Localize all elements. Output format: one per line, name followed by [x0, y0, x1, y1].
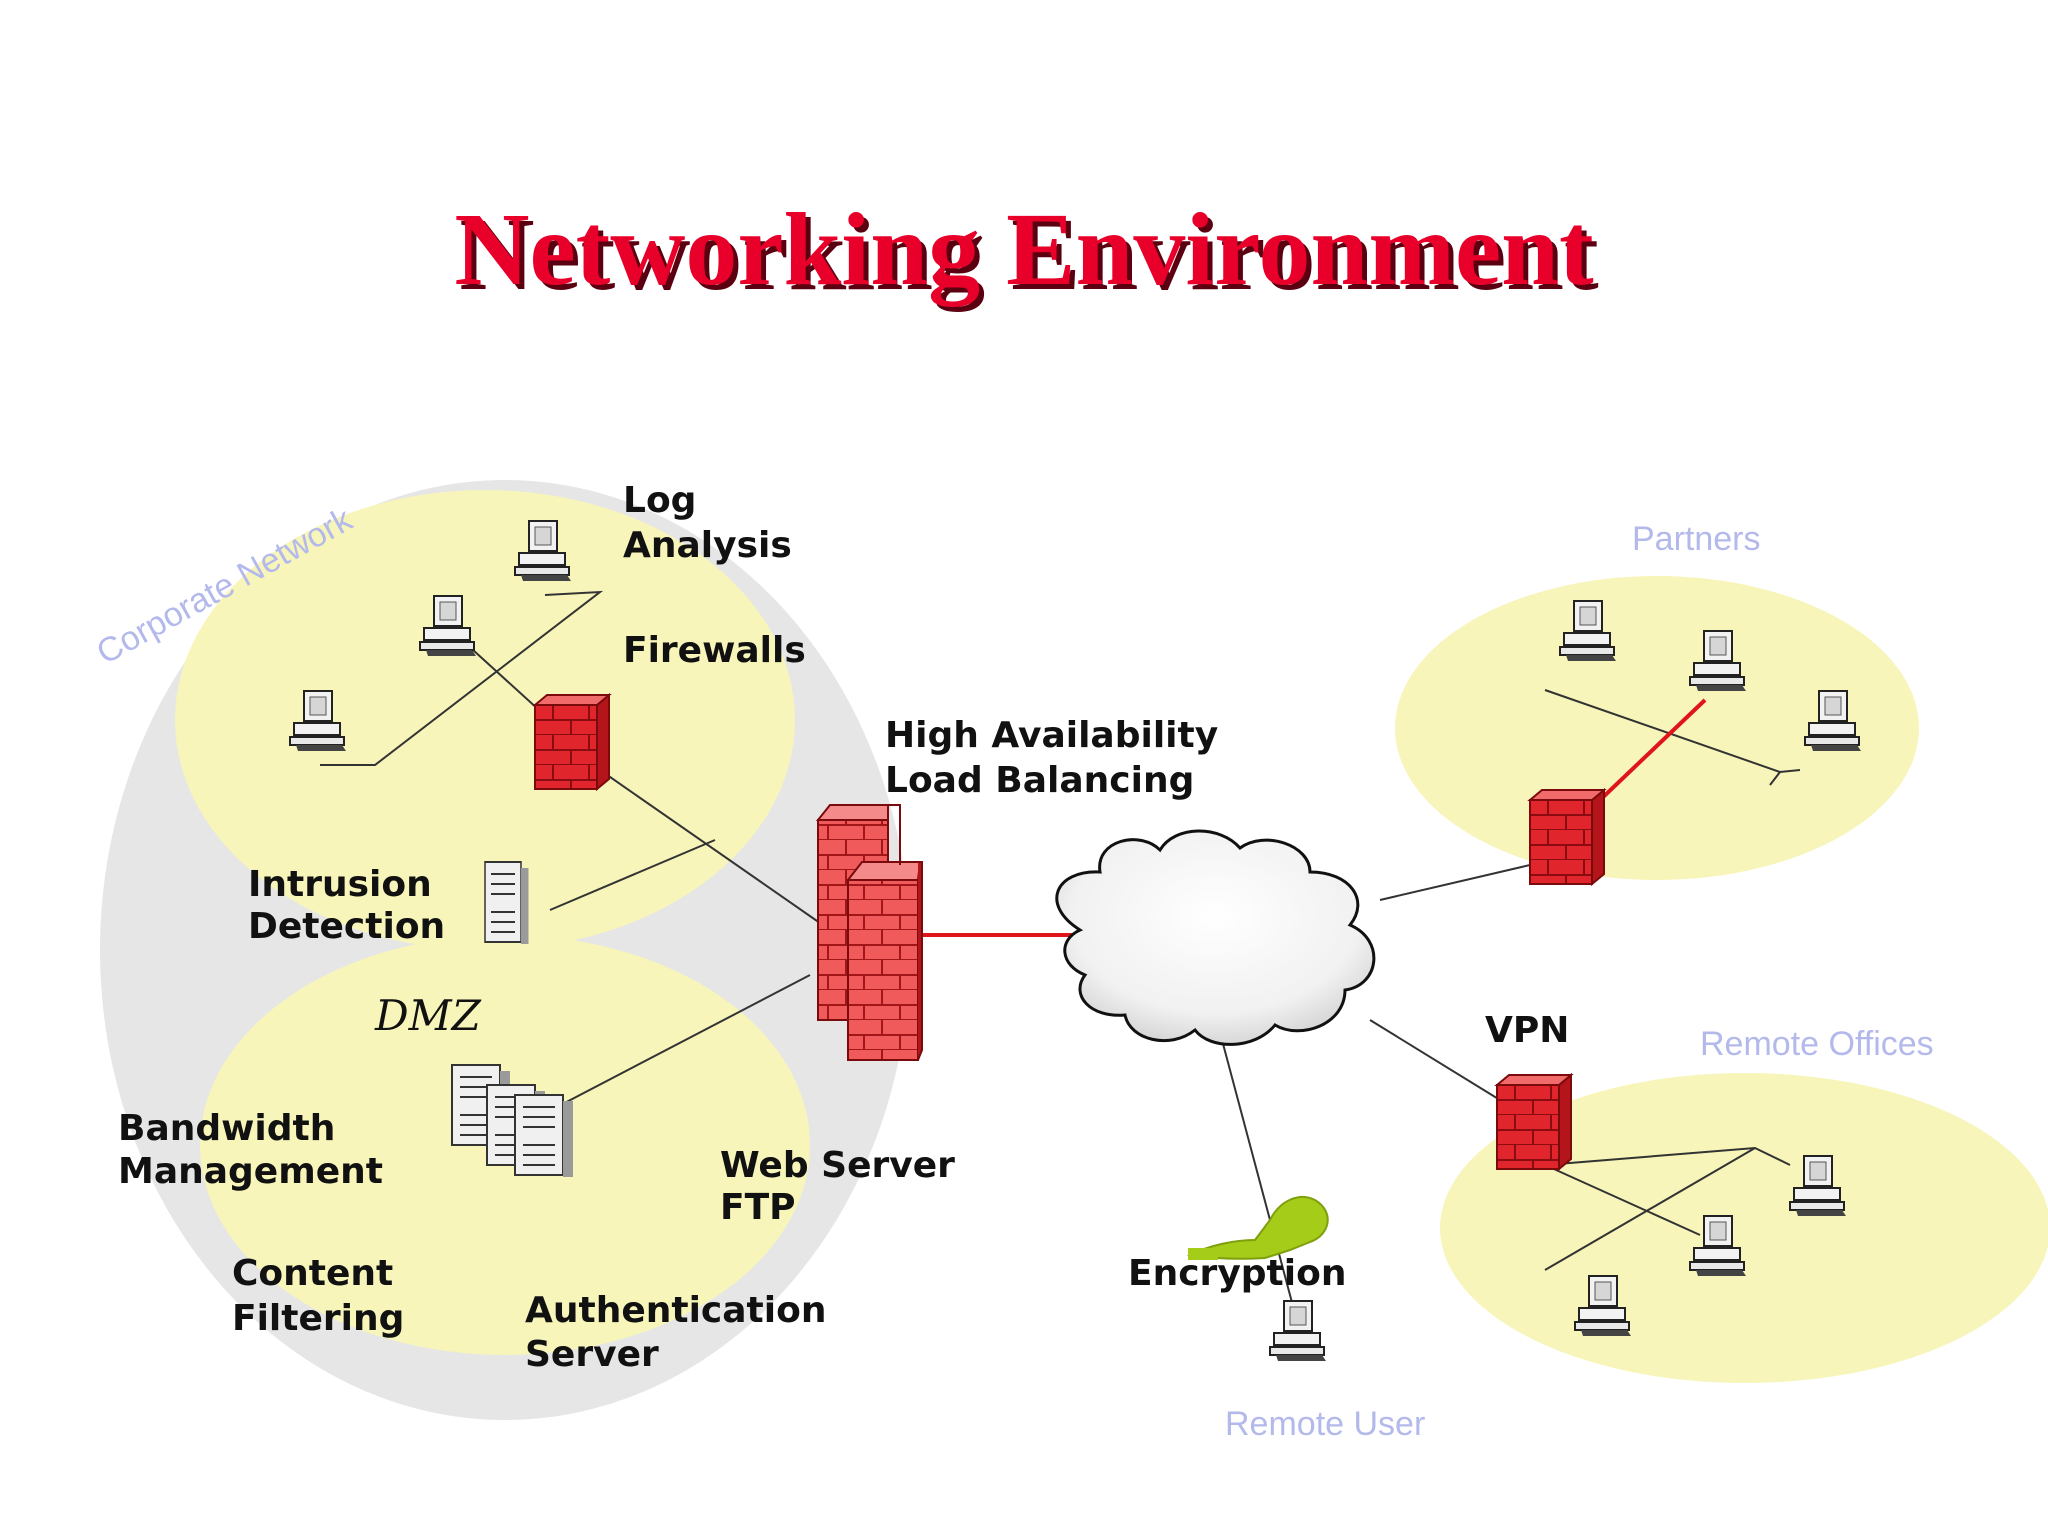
remote-user-label: Remote User [1225, 1405, 1425, 1443]
intrusion-detection-server-icon [484, 861, 530, 945]
main-firewall-icon [815, 804, 923, 1061]
connection-lines [320, 590, 1801, 1341]
encryption-label: Encryption [1128, 1253, 1346, 1294]
web-server-label: Web Server [720, 1145, 955, 1186]
encryption-key-icon [1186, 1195, 1329, 1260]
internal-zone [175, 490, 795, 950]
partners-firewall-icon [1529, 789, 1605, 885]
ftp-label: FTP [720, 1187, 796, 1228]
partner-firewall-link [1598, 698, 1707, 802]
authentication-label: Authentication [525, 1290, 826, 1331]
internet-cloud-icon [1055, 829, 1376, 1046]
log-analysis-label-line1: Log [623, 480, 696, 521]
partners-zone [1395, 576, 1919, 880]
partners-label: Partners [1632, 520, 1761, 558]
content-label: Content [232, 1253, 393, 1294]
vpn-label: VPN [1485, 1010, 1569, 1051]
management-label: Management [118, 1151, 383, 1192]
bandwidth-label: Bandwidth [118, 1108, 335, 1149]
log-analysis-label-line2: Analysis [623, 525, 792, 566]
load-balancing-label: Load Balancing [885, 760, 1194, 801]
intrusion-label: Intrusion [248, 864, 432, 905]
remote-offices-label: Remote Offices [1700, 1025, 1934, 1063]
high-availability-label: High Availability [885, 715, 1218, 756]
corporate-firewall-icon [534, 694, 610, 790]
dmz-label: DMZ [374, 991, 482, 1040]
vpn-firewall-icon [1496, 1074, 1572, 1170]
filtering-label: Filtering [232, 1298, 404, 1339]
firewalls-label: Firewalls [623, 630, 806, 671]
remote-user-computer-icon [1269, 1300, 1327, 1362]
page-title: Networking Environment [454, 192, 1594, 307]
server-label: Server [525, 1334, 659, 1375]
detection-label: Detection [248, 906, 445, 947]
